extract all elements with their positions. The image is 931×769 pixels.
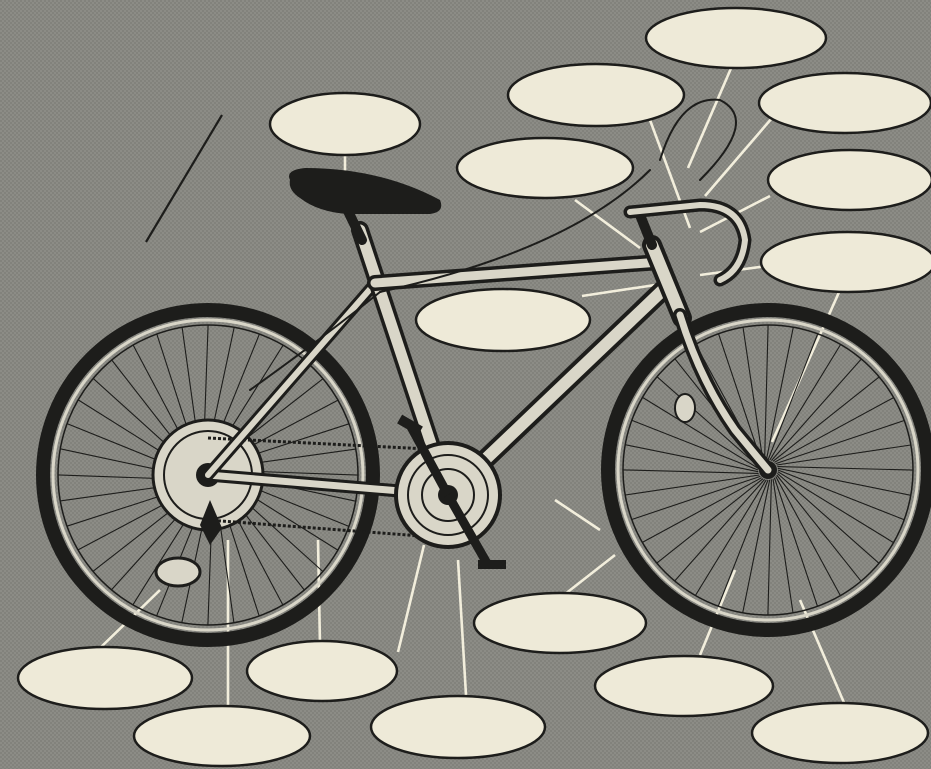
rear-reflector (156, 558, 200, 586)
label-bottom-center-lower-oval (371, 696, 545, 758)
label-bottom-right-1-oval (595, 656, 773, 716)
label-bottom-left-2-oval (247, 641, 397, 701)
label-saddle-oval (270, 93, 420, 155)
label-right-4-oval (761, 232, 931, 292)
label-top-right-1-oval (646, 8, 826, 68)
label-bottom-left-1-oval (18, 647, 192, 709)
label-top-center-oval (508, 64, 684, 126)
front-reflector (675, 394, 695, 422)
label-right-3-oval (768, 150, 931, 210)
label-top-right-2-oval (759, 73, 931, 133)
label-handlebar-left-oval (457, 138, 633, 198)
label-bottom-left-3-oval (134, 706, 310, 766)
label-bottom-right-2-oval (752, 703, 928, 763)
label-frame-center-oval (416, 289, 590, 351)
label-bottom-center-upper-oval (474, 593, 646, 653)
